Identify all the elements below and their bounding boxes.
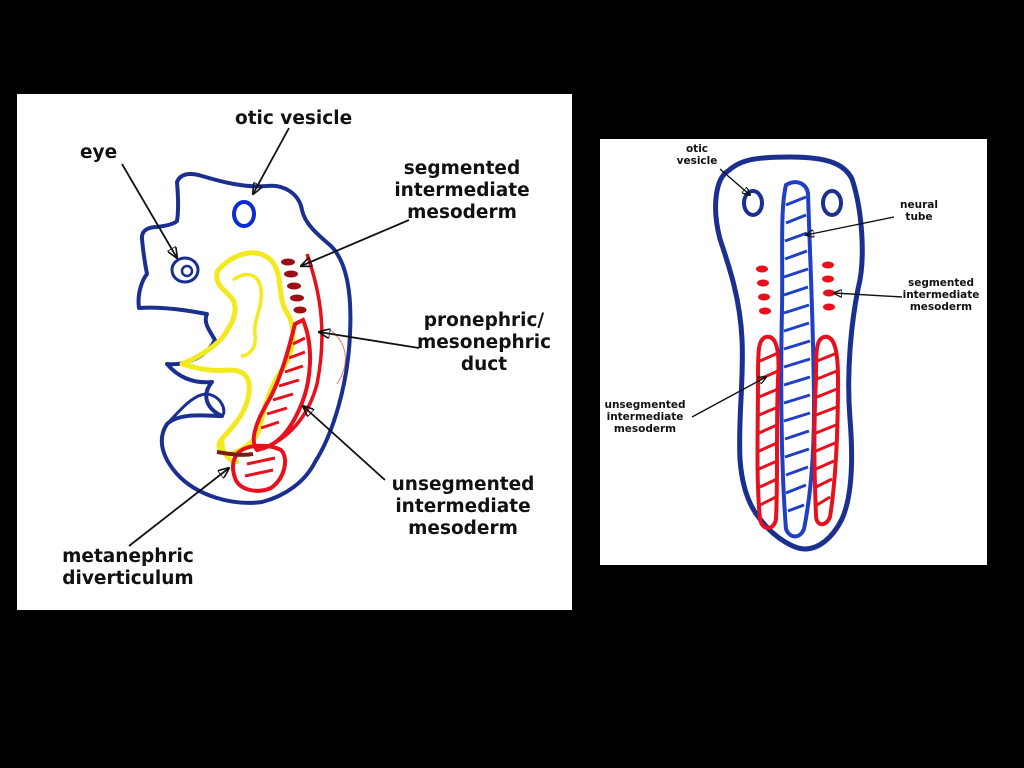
lateral-embryo-drawing <box>121 127 420 547</box>
label-otic-vesicle: otic vesicle <box>676 143 718 168</box>
arrow-segmented <box>834 293 903 298</box>
unsegmented-mesoderm-right <box>812 334 841 527</box>
label-pronephric-mesonephric-duct: pronephric/ mesonephric duct <box>416 310 552 376</box>
metanephric-diverticulum <box>216 450 254 457</box>
annotation-arrows <box>691 168 903 418</box>
dorsal-embryo-drawing <box>691 154 903 552</box>
arrow-neural-tube <box>806 216 895 235</box>
arrow-unsegmented <box>691 377 766 418</box>
embryo-outline <box>136 172 353 505</box>
unsegmented-mesoderm-hatching <box>260 336 306 430</box>
arrow-otic-vesicle <box>719 168 750 195</box>
arrow-segmented <box>301 219 410 266</box>
arrow-unsegmented <box>303 406 386 481</box>
eye-outer <box>170 256 200 284</box>
label-unsegmented-intermediate-mesoderm: unsegmented intermediate mesoderm <box>391 474 535 540</box>
annotation-arrows <box>121 127 420 547</box>
neural-tube <box>779 180 817 539</box>
lower-limb-notch <box>165 392 226 426</box>
endoderm-inner-fold <box>231 272 263 358</box>
unsegmented-mesoderm <box>251 317 312 453</box>
lateral-view-panel: eye otic vesicle segmented intermediate … <box>17 94 572 610</box>
label-segmented-intermediate-mesoderm: segmented intermediate mesoderm <box>902 277 980 314</box>
label-metanephric-diverticulum: metanephric diverticulum <box>62 546 194 590</box>
arrow-otic-vesicle <box>253 127 290 194</box>
otic-vesicle <box>232 200 256 228</box>
neural-tube-hatching <box>783 195 811 513</box>
endoderm-hindgut <box>220 438 240 464</box>
embryo-outline <box>713 154 865 552</box>
arrow-eye <box>121 163 177 258</box>
arrow-metanephric <box>128 468 229 547</box>
arrow-pronephric <box>319 332 420 349</box>
segmented-mesoderm-right <box>822 261 835 311</box>
label-eye: eye <box>80 142 118 163</box>
eye-inner <box>180 264 194 278</box>
label-unsegmented-intermediate-mesoderm: unsegmented intermediate mesoderm <box>604 399 686 436</box>
pronephric-duct <box>268 253 324 448</box>
segmented-mesoderm-left <box>756 265 771 315</box>
otic-vesicle-left <box>742 189 764 217</box>
label-otic-vesicle: otic vesicle <box>235 108 353 129</box>
segmented-mesoderm <box>281 258 307 314</box>
label-neural-tube: neural tube <box>900 199 938 224</box>
otic-vesicle-right <box>821 189 843 217</box>
dorsal-view-panel: otic vesicle neural tube segmented inter… <box>600 139 987 565</box>
label-segmented-intermediate-mesoderm: segmented intermediate mesoderm <box>394 158 530 224</box>
metanephric-mesoderm <box>230 443 288 493</box>
